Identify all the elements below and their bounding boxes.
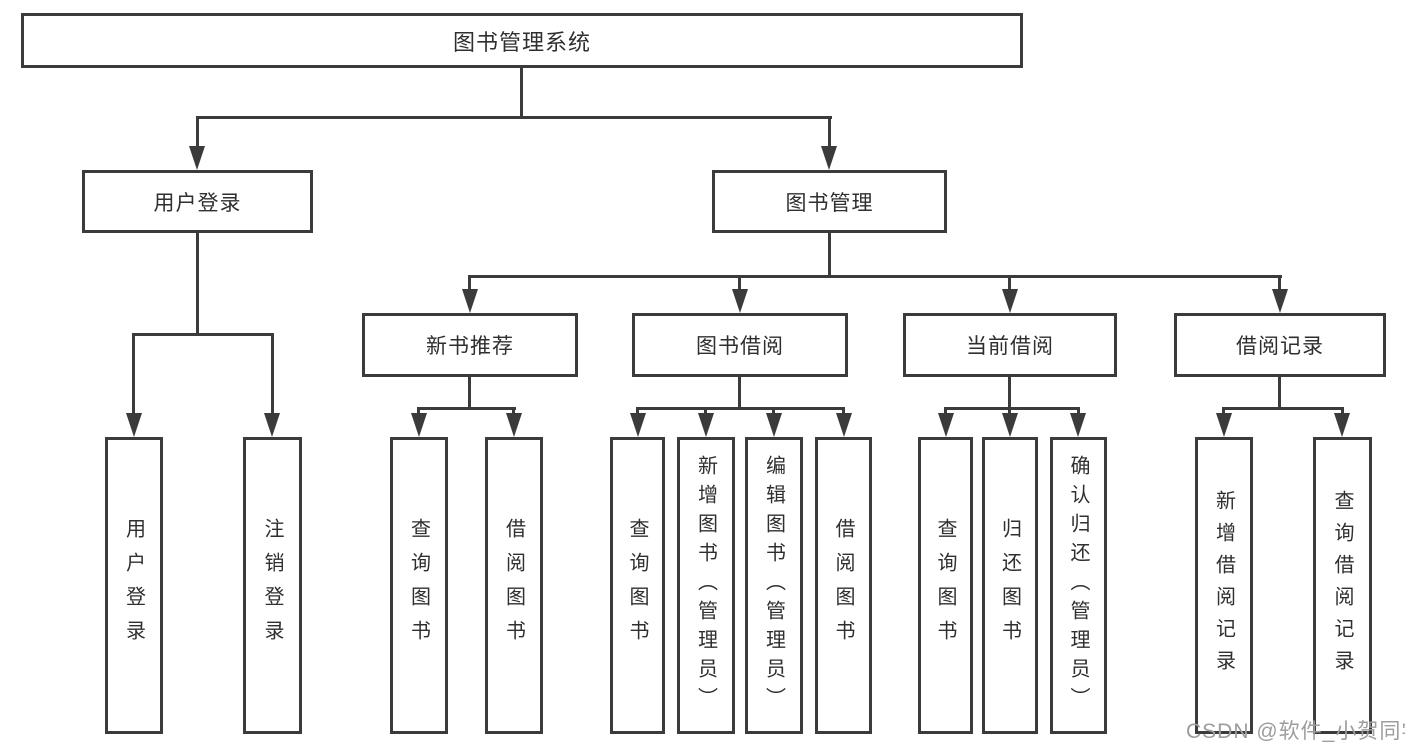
leaf-query-borrow-record-label: 查询借阅记录 xyxy=(1331,489,1353,682)
leaf-borrow-books-recommend: 借阅图书 xyxy=(485,437,543,734)
arrow-down-icon xyxy=(126,413,142,437)
arrow-down-icon xyxy=(264,413,280,437)
connector-line xyxy=(520,68,523,118)
leaf-return-books-label: 归还图书 xyxy=(998,517,1021,654)
connector-line xyxy=(1008,407,1011,415)
leaf-logout-login-label: 注销登录 xyxy=(261,517,283,654)
arrow-down-icon xyxy=(1002,289,1018,313)
connector-line xyxy=(842,407,845,415)
connector-line xyxy=(704,407,707,415)
arrow-down-icon xyxy=(506,413,522,437)
arrow-down-icon xyxy=(1070,413,1086,437)
arrow-down-icon xyxy=(766,413,782,437)
connector-line xyxy=(1008,377,1011,410)
connector-line xyxy=(1222,407,1225,415)
node-new-book-recommend: 新书推荐 xyxy=(362,313,578,377)
connector-line xyxy=(636,407,845,410)
leaf-confirm-return-admin-label: 确认归还（管理员） xyxy=(1067,455,1089,716)
connector-line xyxy=(271,333,274,416)
connector-line xyxy=(468,275,471,291)
leaf-add-borrow-record-label: 新增借阅记录 xyxy=(1212,489,1235,682)
arrow-down-icon xyxy=(836,413,852,437)
connector-line xyxy=(417,407,420,415)
leaf-query-books-borrow-label: 查询图书 xyxy=(626,517,648,654)
arrow-down-icon xyxy=(938,413,954,437)
node-root: 图书管理系统 xyxy=(21,13,1023,68)
leaf-borrow-books-recommend-label: 借阅图书 xyxy=(502,517,525,654)
connector-line xyxy=(738,275,741,291)
watermark: CSDN @软件_小贺同学 xyxy=(1186,720,1405,743)
connector-line xyxy=(1222,407,1344,410)
arrow-down-icon xyxy=(630,413,646,437)
connector-line xyxy=(132,333,135,416)
connector-line xyxy=(417,407,516,410)
arrow-down-icon xyxy=(1002,413,1018,437)
node-current-borrow-label: 当前借阅 xyxy=(966,335,1054,358)
arrow-down-icon xyxy=(1216,413,1232,437)
leaf-edit-books-admin-label: 编辑图书（管理员） xyxy=(762,455,785,716)
arrow-down-icon xyxy=(1272,289,1288,313)
node-user-login-label: 用户登录 xyxy=(153,191,242,215)
connector-line xyxy=(196,116,199,148)
leaf-query-books-recommend: 查询图书 xyxy=(390,437,448,734)
leaf-edit-books-admin: 编辑图书（管理员） xyxy=(745,437,803,734)
leaf-query-books-recommend-label: 查询图书 xyxy=(407,517,430,654)
leaf-query-books-borrow: 查询图书 xyxy=(610,437,665,734)
leaf-user-login-label: 用户登录 xyxy=(122,517,145,654)
leaf-query-borrow-record: 查询借阅记录 xyxy=(1313,437,1372,734)
connector-line xyxy=(132,333,274,336)
leaf-borrow-books: 借阅图书 xyxy=(815,437,872,734)
leaf-query-books-current-label: 查询图书 xyxy=(934,517,956,654)
node-book-borrow: 图书借阅 xyxy=(632,313,848,377)
connector-line xyxy=(196,116,832,119)
connector-line xyxy=(738,377,741,410)
arrow-down-icon xyxy=(189,146,205,170)
node-book-management-label: 图书管理 xyxy=(785,191,874,215)
node-borrow-records-label: 借阅记录 xyxy=(1236,335,1324,358)
leaf-add-books-admin: 新增图书（管理员） xyxy=(677,437,735,734)
leaf-borrow-books-label: 借阅图书 xyxy=(832,517,854,654)
connector-line xyxy=(1278,377,1281,410)
arrow-down-icon xyxy=(1334,413,1350,437)
connector-line xyxy=(468,377,471,410)
leaf-query-books-current: 查询图书 xyxy=(918,437,973,734)
connector-line xyxy=(468,275,1282,278)
arrow-down-icon xyxy=(732,289,748,313)
connector-line xyxy=(1008,275,1011,291)
arrow-down-icon xyxy=(411,413,427,437)
arrow-down-icon xyxy=(821,146,837,170)
arrow-down-icon xyxy=(698,413,714,437)
leaf-return-books: 归还图书 xyxy=(982,437,1038,734)
connector-line xyxy=(944,407,947,415)
connector-line xyxy=(1278,275,1281,291)
node-user-login: 用户登录 xyxy=(82,170,313,233)
leaf-user-login: 用户登录 xyxy=(105,437,163,734)
leaf-add-books-admin-label: 新增图书（管理员） xyxy=(694,455,717,716)
connector-line xyxy=(772,407,775,415)
connector-line xyxy=(636,407,639,415)
connector-line xyxy=(1077,407,1080,415)
connector-line xyxy=(1341,407,1344,415)
leaf-logout-login: 注销登录 xyxy=(243,437,302,734)
node-current-borrow: 当前借阅 xyxy=(903,313,1117,377)
node-book-borrow-label: 图书借阅 xyxy=(696,335,784,358)
connector-line xyxy=(512,407,515,415)
node-book-management: 图书管理 xyxy=(712,170,947,233)
arrow-down-icon xyxy=(462,289,478,313)
node-new-book-recommend-label: 新书推荐 xyxy=(426,335,514,358)
node-borrow-records: 借阅记录 xyxy=(1174,313,1386,377)
node-root-label: 图书管理系统 xyxy=(452,29,591,55)
connector-line xyxy=(828,233,831,278)
leaf-add-borrow-record: 新增借阅记录 xyxy=(1195,437,1253,734)
connector-line xyxy=(196,233,199,336)
leaf-confirm-return-admin: 确认归还（管理员） xyxy=(1050,437,1107,734)
connector-line xyxy=(944,407,1080,410)
connector-line xyxy=(828,116,831,148)
